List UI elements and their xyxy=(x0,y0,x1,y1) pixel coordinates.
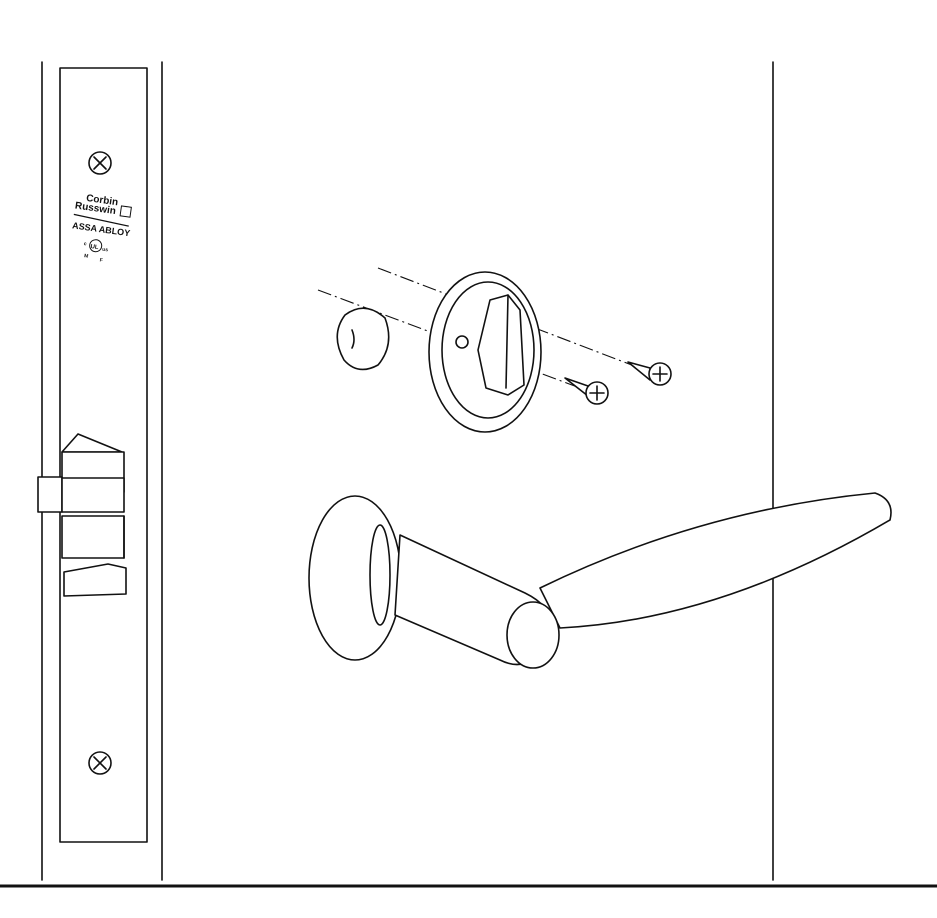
svg-text:M: M xyxy=(84,253,89,260)
svg-text:Corbin: Corbin xyxy=(85,193,118,208)
svg-text:UL: UL xyxy=(90,244,99,251)
latchbolt xyxy=(37,433,125,559)
lever-handle xyxy=(308,492,892,669)
svg-text:F: F xyxy=(99,257,103,263)
auxiliary-latch xyxy=(63,563,127,597)
mounting-screw-2-icon xyxy=(627,361,672,386)
svg-text:us: us xyxy=(102,247,109,254)
faceplate-screw-bottom-icon xyxy=(88,751,112,775)
thumbturn-assembly xyxy=(428,271,542,433)
faceplate-screw-top-icon xyxy=(88,151,112,175)
corbin-russwin-logo: Corbin Russwin ASSA ABLOY UL c us M F xyxy=(72,193,132,264)
mounting-screw-1-icon xyxy=(564,377,609,405)
svg-text:c: c xyxy=(83,241,87,247)
svg-text:ASSA ABLOY: ASSA ABLOY xyxy=(72,220,131,238)
cylinder-cap xyxy=(336,307,390,371)
faceplate xyxy=(59,67,148,843)
